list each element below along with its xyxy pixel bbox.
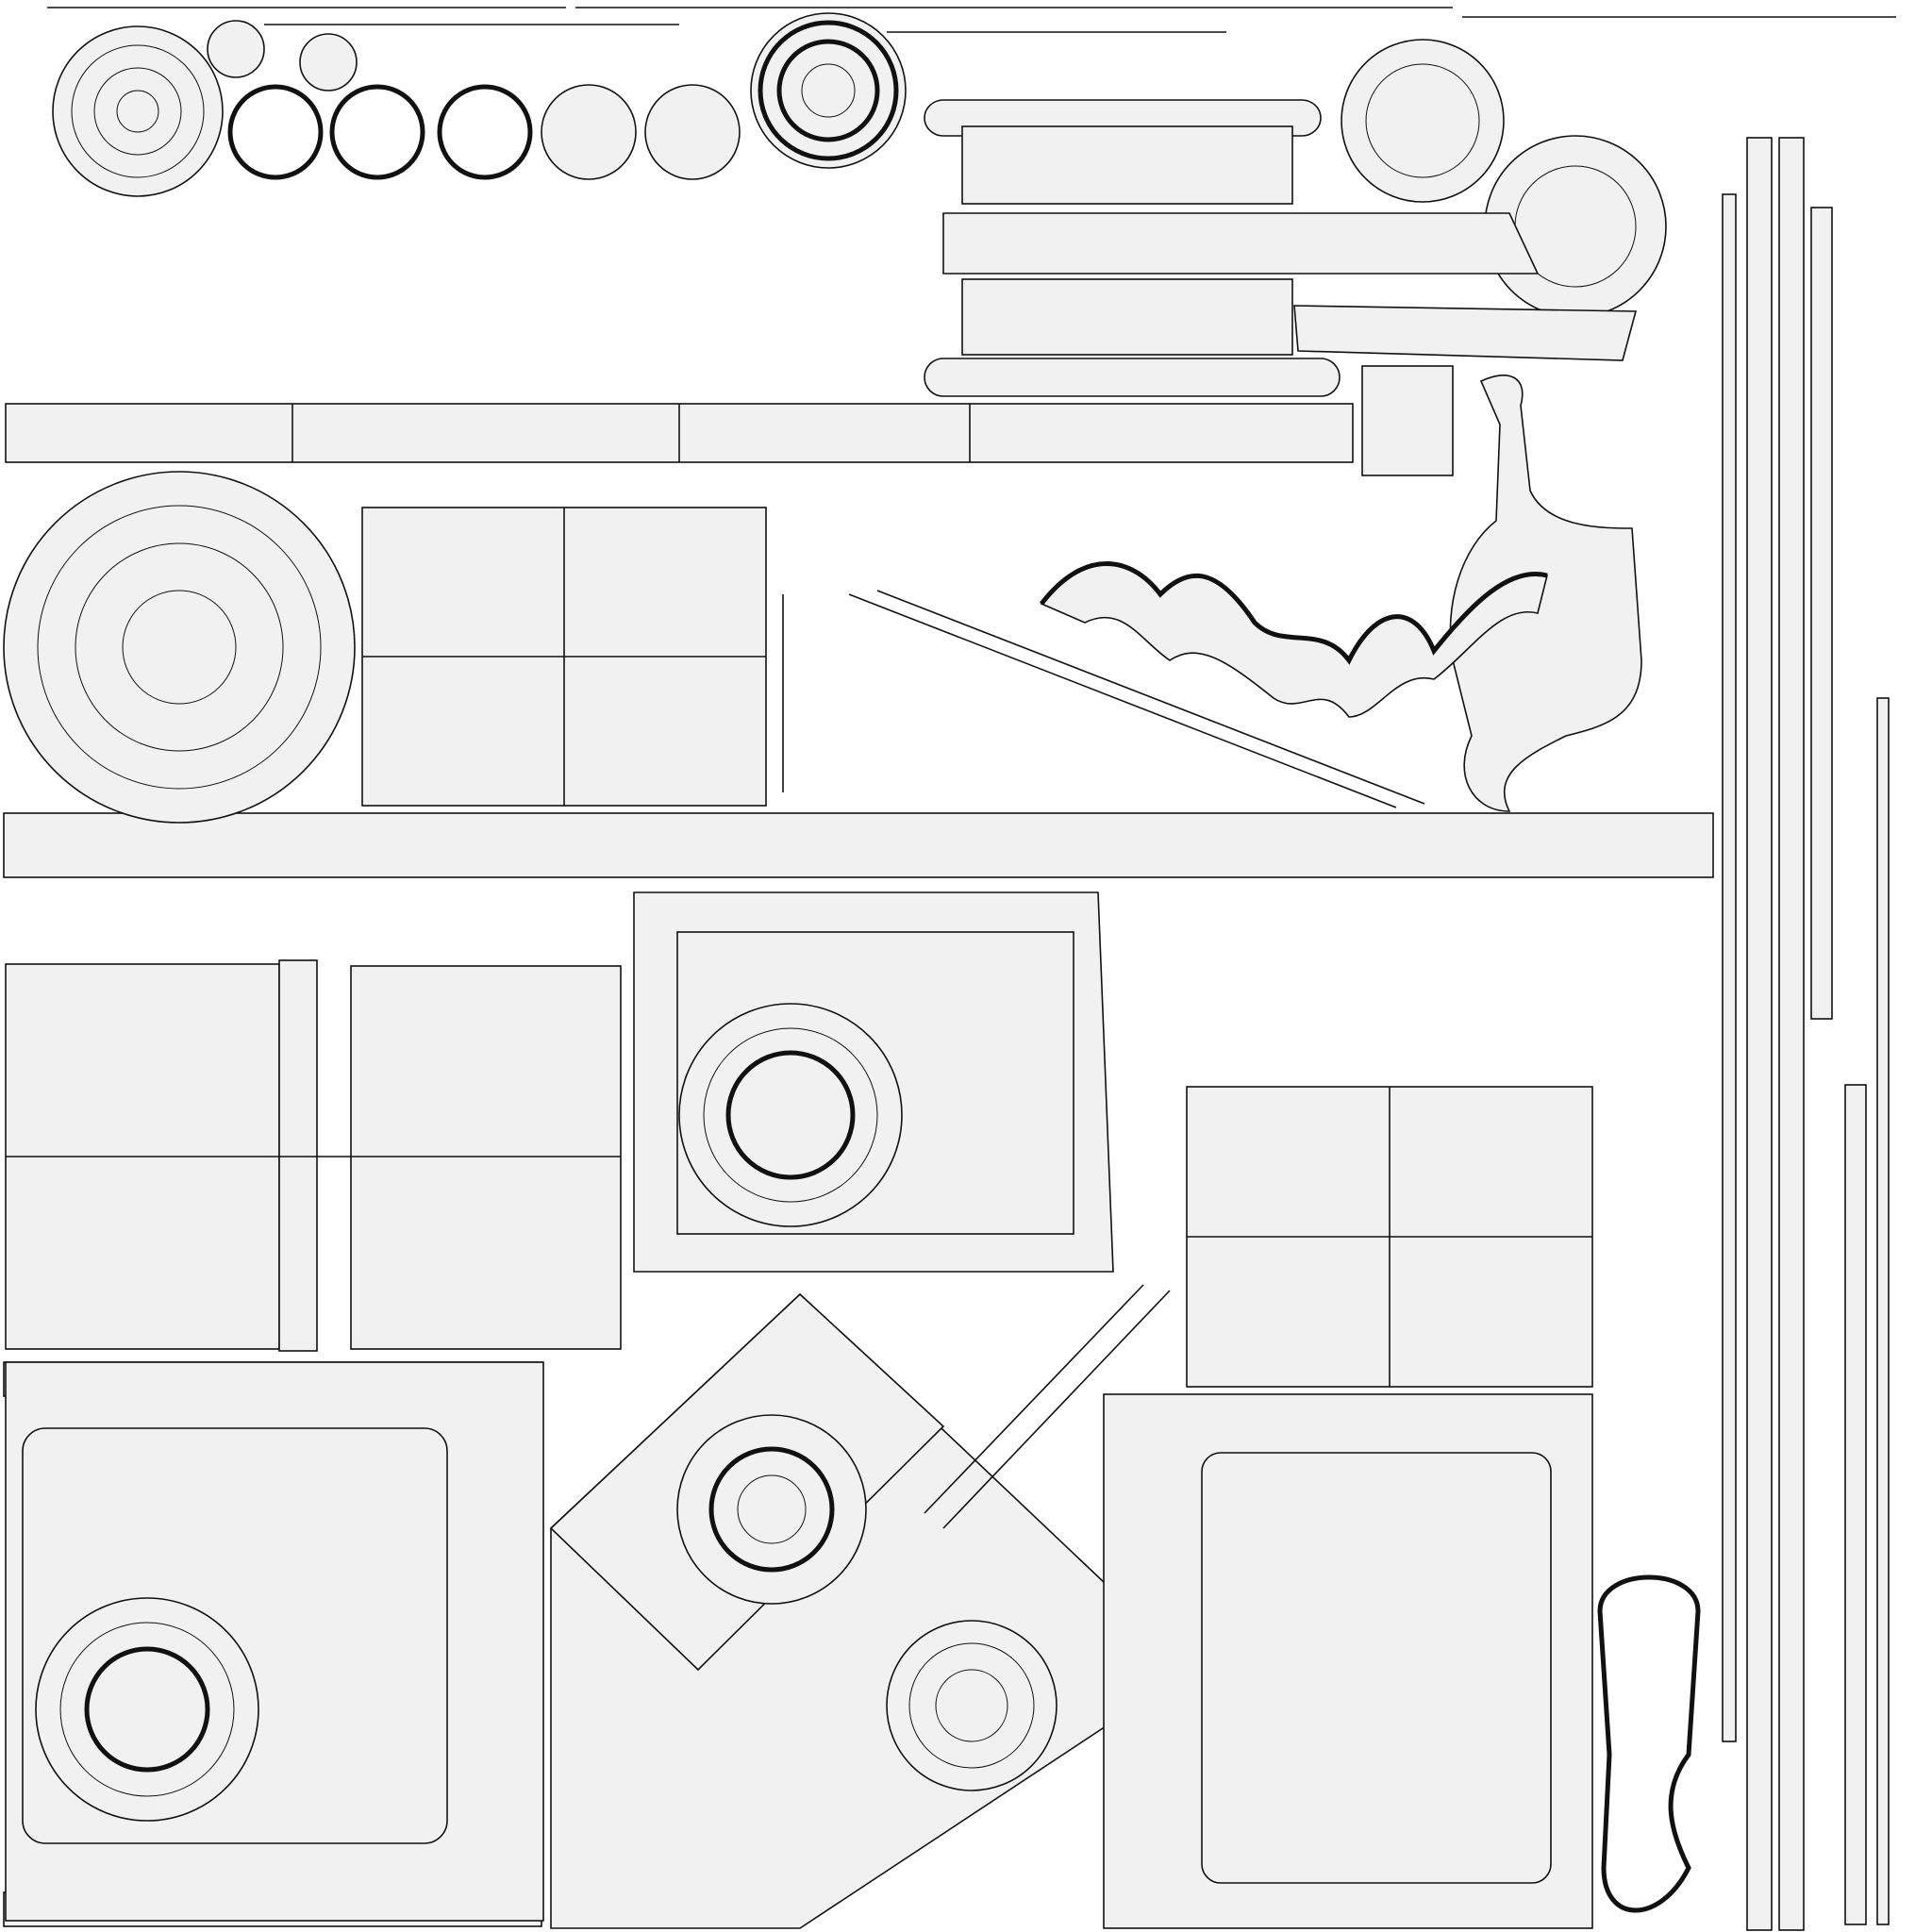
quad-panel-right	[1186, 1086, 1593, 1388]
wave-outline	[1040, 561, 1548, 665]
disc-ring-top-mid	[750, 12, 907, 169]
panel-bottom-left-console	[5, 1361, 544, 1922]
ring-row	[207, 20, 741, 180]
disc-large-topleft	[52, 25, 224, 197]
oval-tube-island	[1597, 1574, 1701, 1913]
door-panel-left	[5, 959, 622, 1352]
disc-diamond-bottom	[908, 1642, 1035, 1769]
disc-huge-left	[3, 471, 356, 824]
top-thin-strips	[47, 7, 1896, 33]
diamond-panel	[549, 1292, 1196, 1929]
disc-console-center	[678, 1003, 903, 1227]
disc-console-left	[35, 1597, 259, 1822]
strip-top	[5, 403, 1354, 463]
quad-panel-top	[361, 507, 767, 807]
vertical-strips	[1722, 137, 1890, 1931]
disc-right-upper	[1341, 39, 1667, 318]
curved-handle-island	[1449, 374, 1642, 812]
panel-bottom-right-console	[1103, 1393, 1593, 1929]
disc-diamond-top	[708, 1446, 835, 1573]
diagonal-strips	[782, 590, 1425, 1529]
small-square	[1361, 365, 1454, 476]
bars-top-center	[924, 99, 1638, 397]
